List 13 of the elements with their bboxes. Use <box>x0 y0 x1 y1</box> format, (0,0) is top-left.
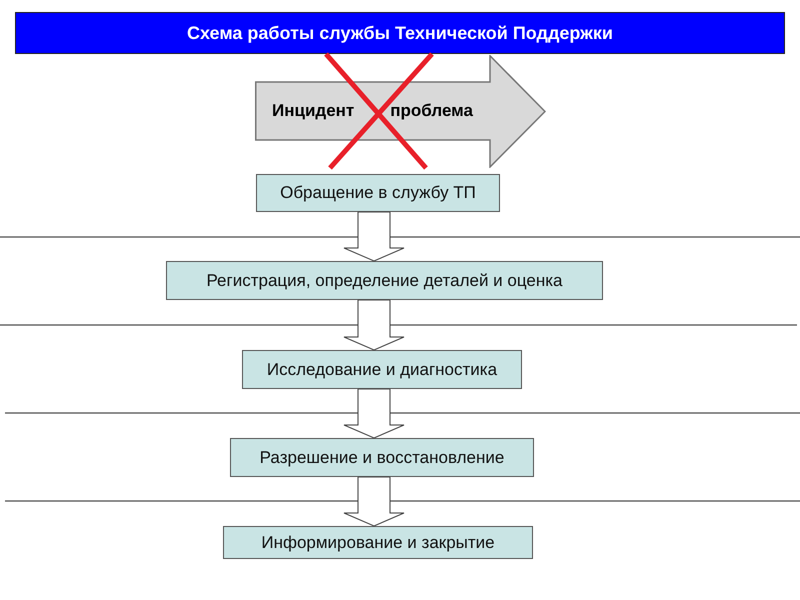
block-arrow-connector <box>344 212 404 262</box>
process-box: Регистрация, определение деталей и оценка <box>166 261 603 300</box>
process-box: Обращение в службу ТП <box>256 174 500 212</box>
title-banner: Схема работы службы Технической Поддержки <box>15 12 785 54</box>
arrow-label: Инцидент <box>272 101 354 121</box>
arrow-label: проблема <box>390 101 473 121</box>
process-box: Исследование и диагностика <box>242 350 522 389</box>
block-arrow <box>255 55 546 168</box>
process-box: Информирование и закрытие <box>223 526 533 559</box>
block-arrow-connector <box>344 388 404 439</box>
process-box: Разрешение и восстановление <box>230 438 534 477</box>
block-arrow-connector <box>344 300 404 351</box>
block-arrow-connector <box>344 476 404 527</box>
